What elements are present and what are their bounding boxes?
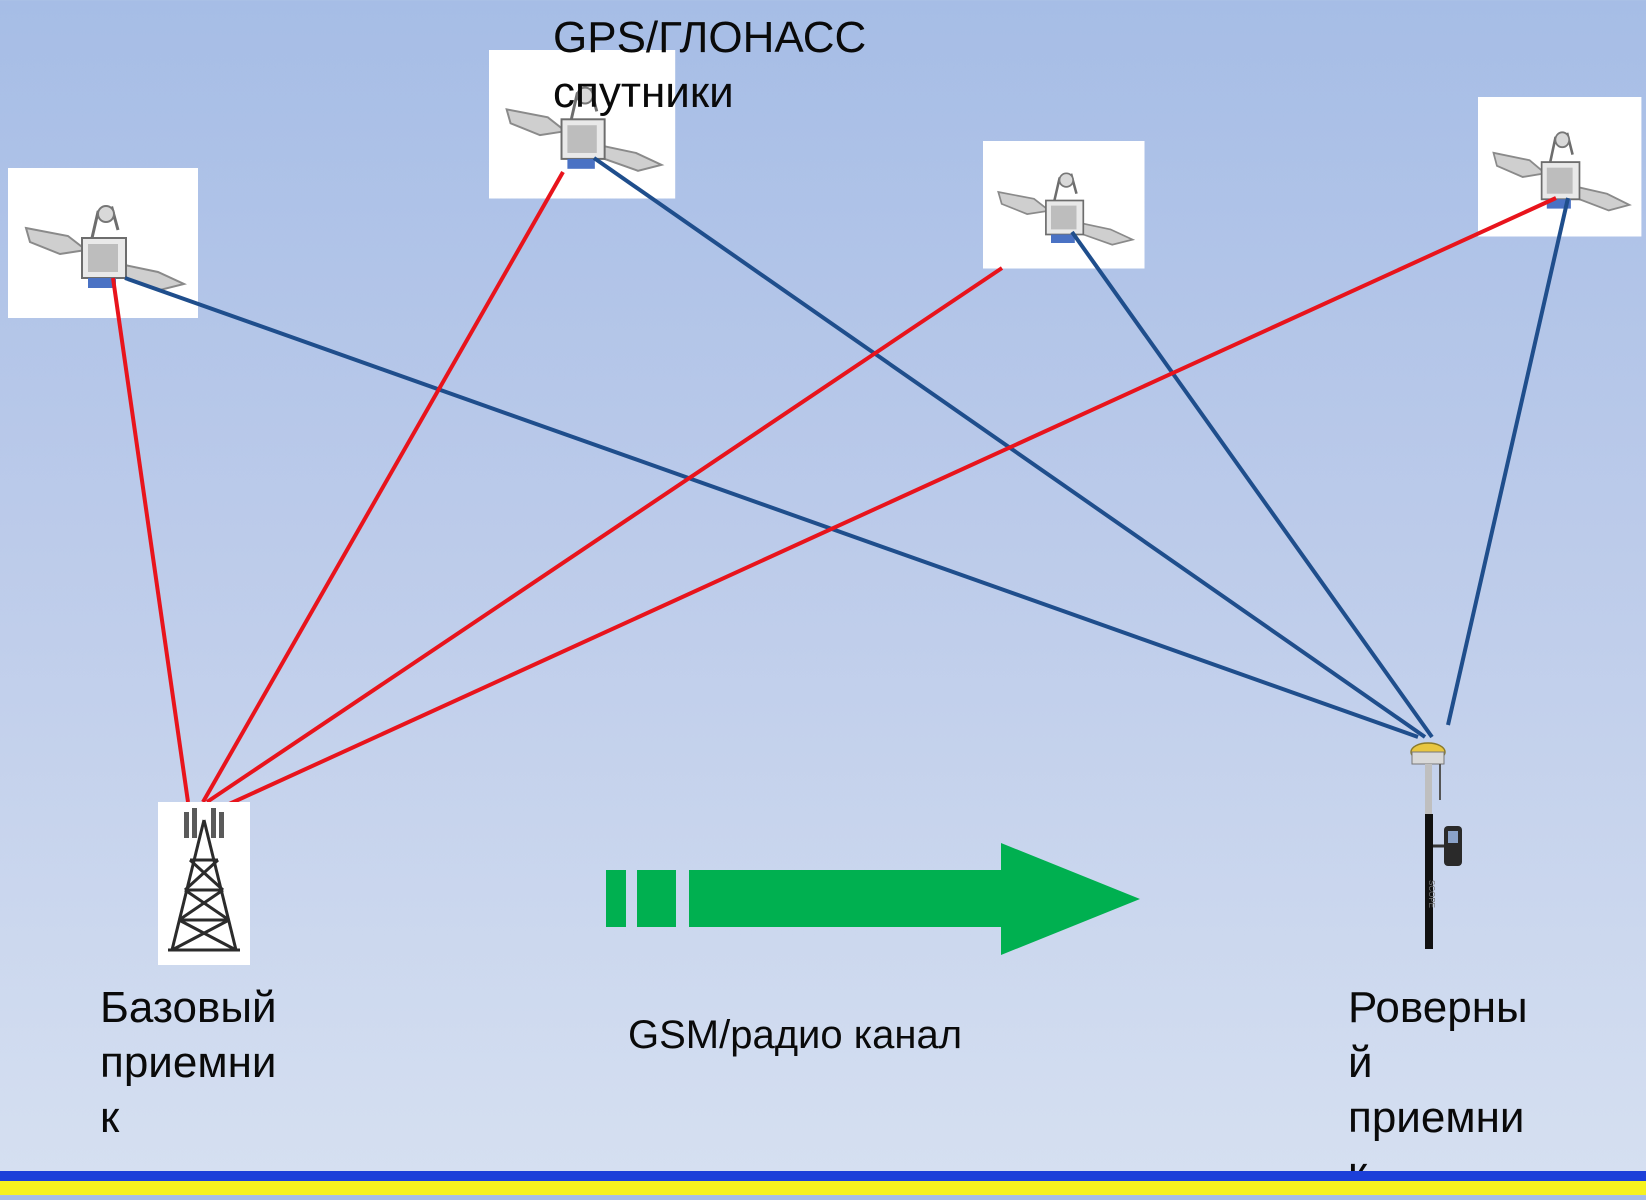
right-arrow-icon [606, 843, 1140, 955]
base-receiver-label: Базовый приемни к [100, 983, 277, 1142]
satellites-label: GPS/ГЛОНАСС спутники [553, 13, 867, 117]
base-link [111, 277, 190, 803]
rover-links [124, 156, 1570, 739]
satellite-icon [1476, 95, 1643, 238]
cell-tower-icon [158, 802, 250, 965]
bottom-bar-blue [0, 1171, 1646, 1181]
base-link [201, 171, 565, 803]
gnss-rover-pole-icon: SCOPE [1410, 742, 1462, 949]
satellite-icon [981, 139, 1146, 270]
base-link [205, 266, 1004, 804]
rover-link [124, 276, 1419, 739]
svg-text:SCOPE: SCOPE [1427, 880, 1436, 908]
rover-link [1446, 197, 1570, 726]
rover-receiver-label: Роверны й приемни к [1348, 983, 1528, 1197]
base-links [111, 171, 1557, 817]
bottom-bar-yellow [0, 1181, 1646, 1195]
base-link [204, 196, 1557, 817]
channel-label: GSM/радио канал [628, 1013, 963, 1057]
rover-link [1070, 230, 1434, 739]
